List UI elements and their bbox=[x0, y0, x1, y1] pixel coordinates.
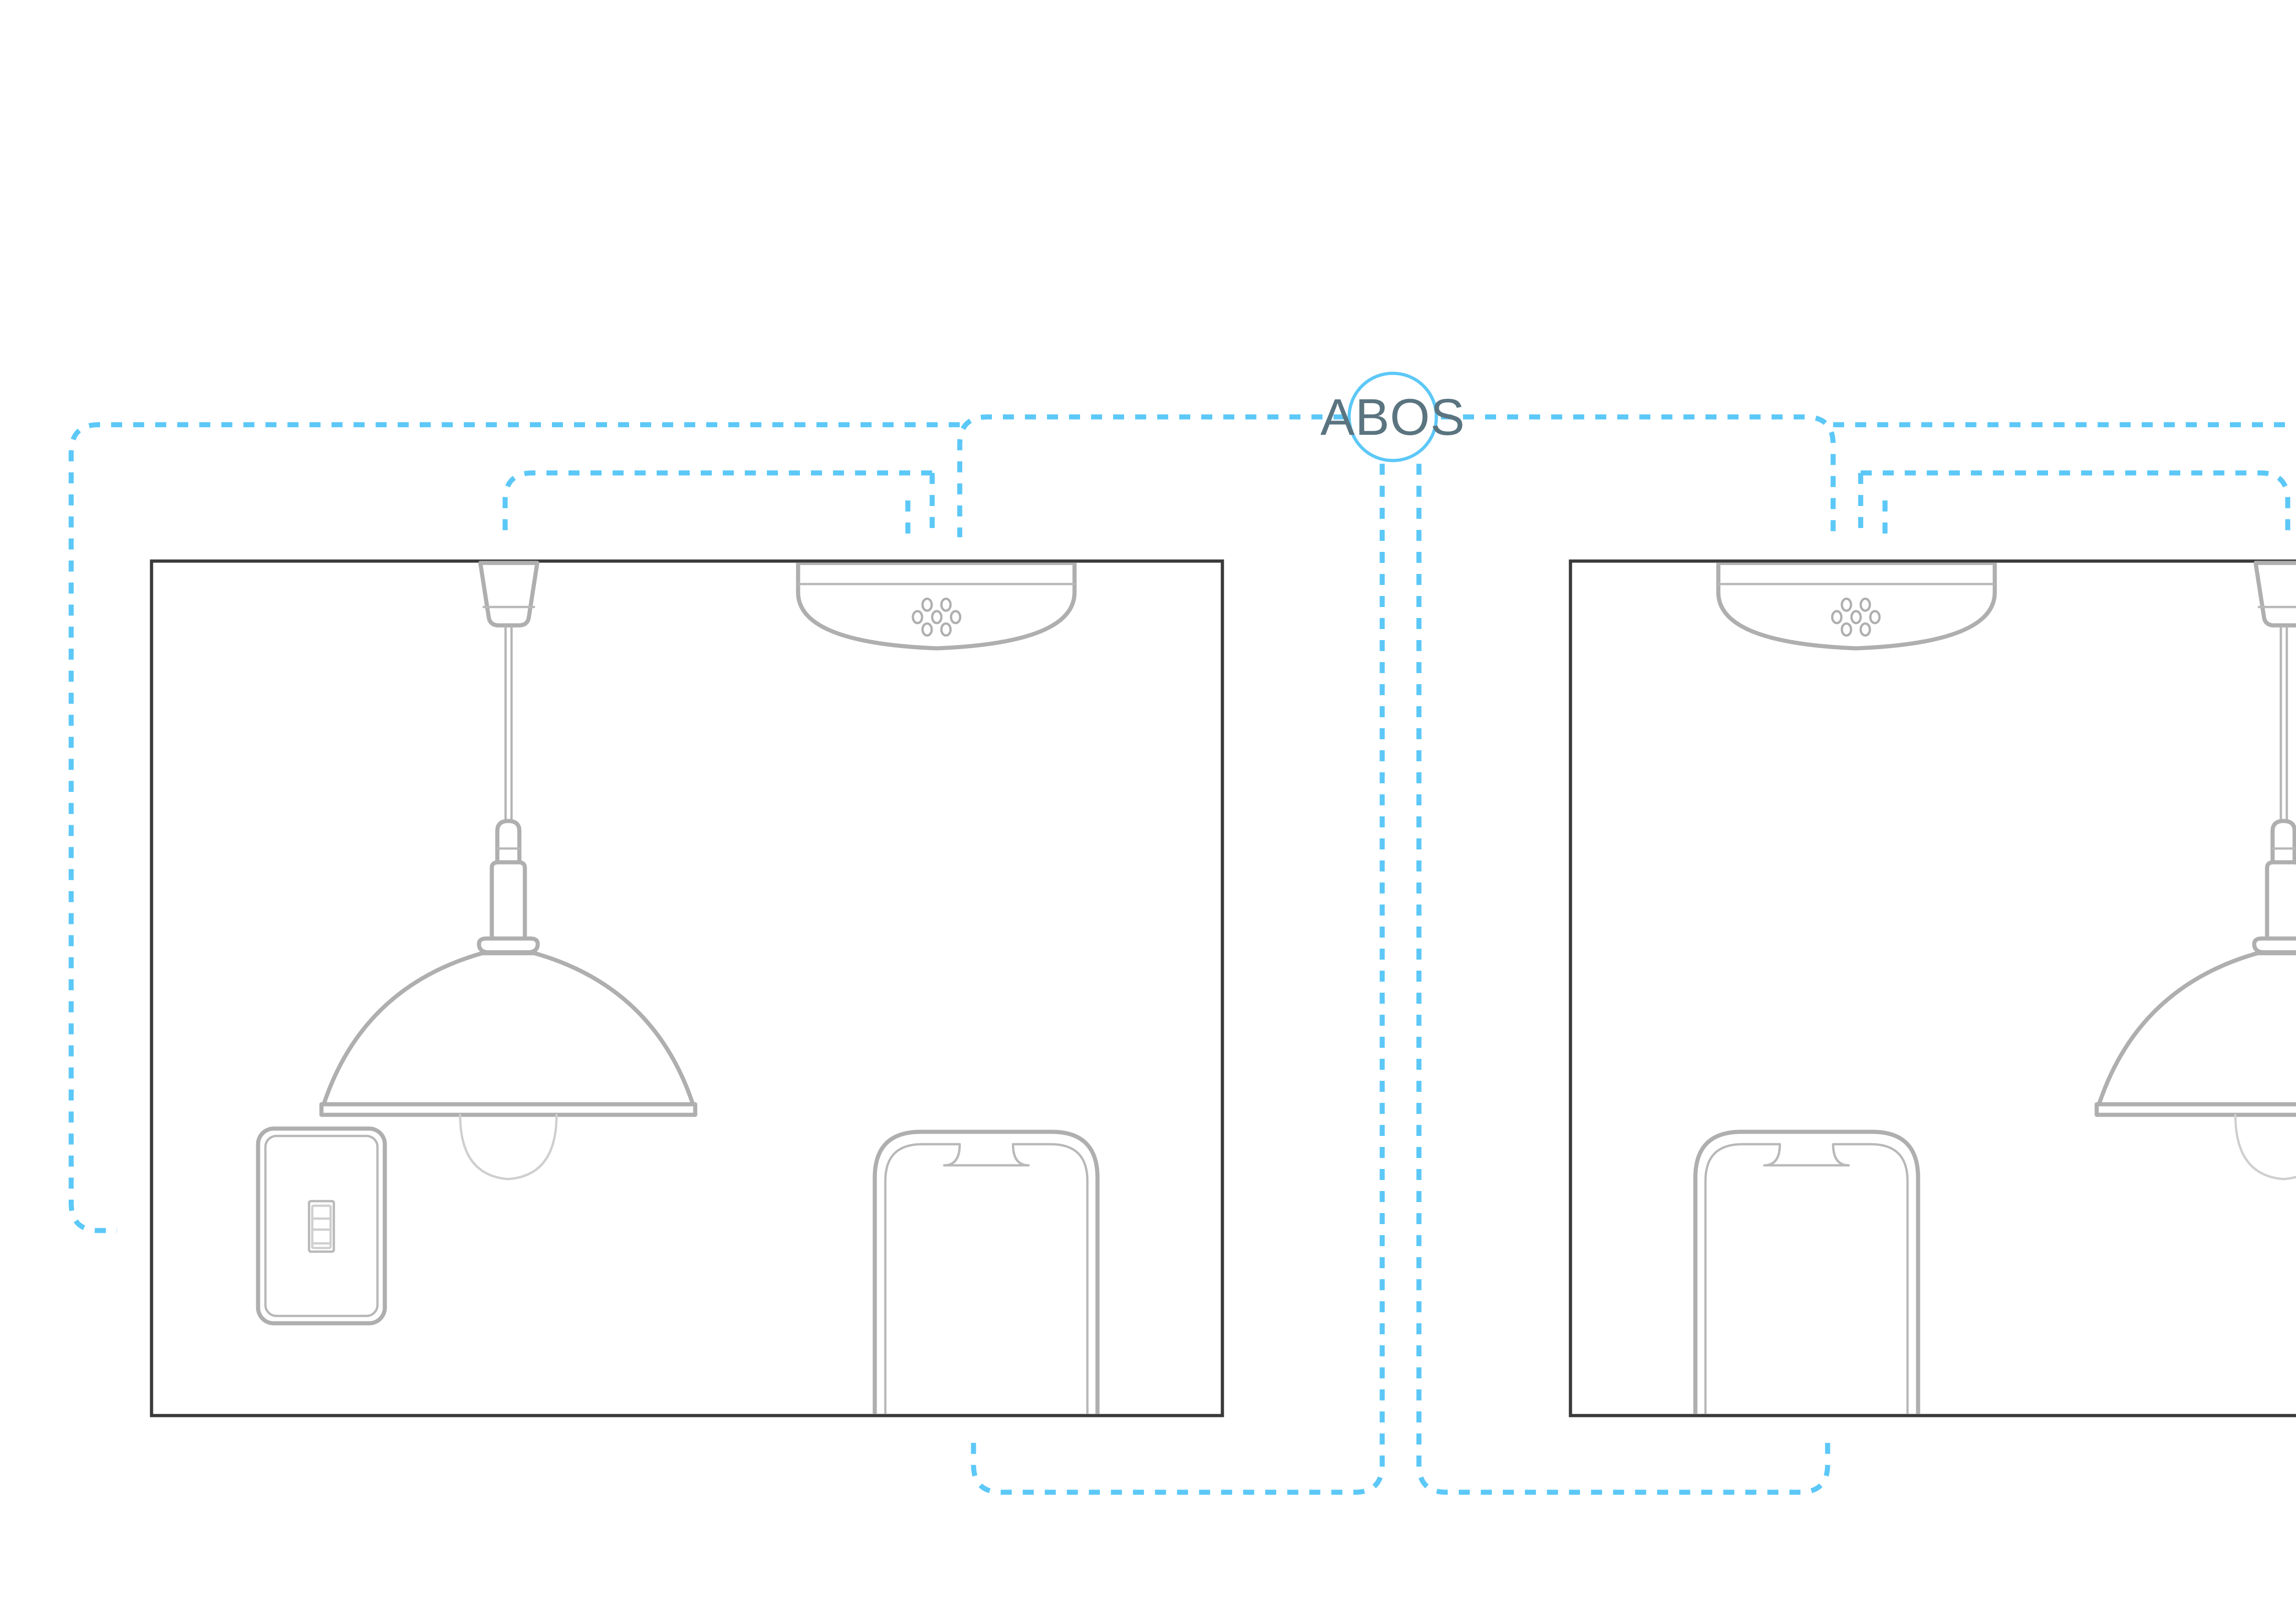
connection-path-right-lamp[interactable] bbox=[1861, 470, 2290, 537]
abos-hub[interactable]: ABOS bbox=[1320, 371, 1465, 462]
abos-hub-label: ABOS bbox=[1320, 388, 1465, 446]
ceiling-sensor-icon[interactable] bbox=[796, 563, 1077, 651]
pendant-lamp-icon[interactable] bbox=[2094, 561, 2296, 1180]
light-switch-icon[interactable] bbox=[256, 1126, 387, 1326]
sensor-vent-dots bbox=[912, 597, 962, 637]
room-right[interactable] bbox=[1569, 559, 2296, 1428]
smartphone-icon[interactable] bbox=[1693, 1130, 1920, 1428]
connection-paths bbox=[68, 414, 2296, 1495]
connection-path-left-lamp[interactable] bbox=[502, 470, 932, 537]
sensor-vent-dots bbox=[1831, 597, 1881, 637]
abos-hub-icon[interactable] bbox=[1347, 371, 1438, 462]
connection-path-hub-down-left[interactable] bbox=[971, 464, 1385, 1495]
connection-path-hub-down-right[interactable] bbox=[1416, 464, 1830, 1495]
smartphone-icon[interactable] bbox=[872, 1130, 1100, 1428]
ceiling-sensor-icon[interactable] bbox=[1716, 563, 1997, 651]
connection-path-hub-left[interactable] bbox=[957, 414, 1345, 537]
room-left-outline[interactable] bbox=[150, 559, 1224, 1417]
room-right-outline[interactable] bbox=[1569, 559, 2296, 1417]
connection-path-left-outer[interactable] bbox=[68, 422, 960, 1233]
pendant-lamp-icon[interactable] bbox=[319, 561, 698, 1180]
room-left[interactable] bbox=[150, 559, 1224, 1428]
connection-path-hub-right[interactable] bbox=[1441, 414, 1836, 537]
